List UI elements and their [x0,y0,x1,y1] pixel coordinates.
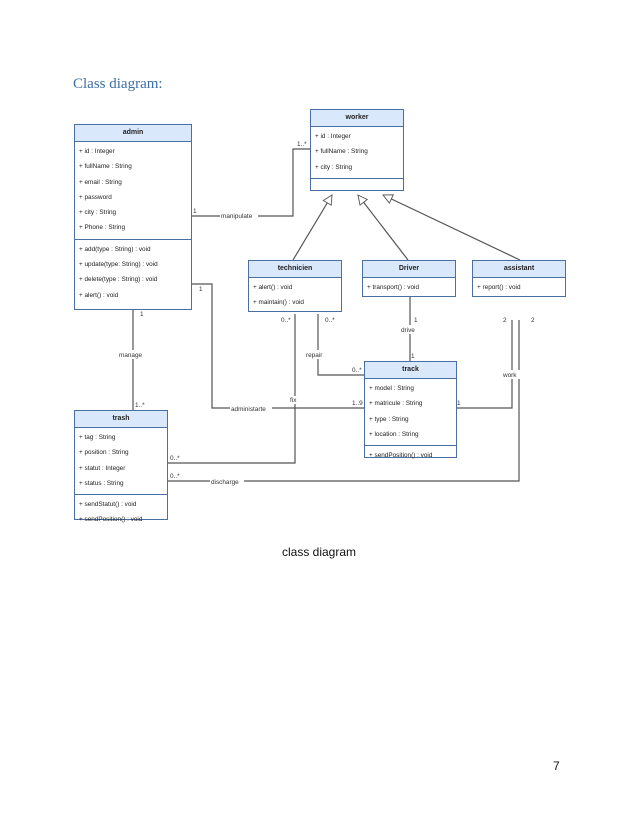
class-track: track + model : String + matricule : Str… [364,361,457,459]
class-assistant: assistant + report() : void [472,260,566,297]
multiplicity-repair-track: 0..* [352,367,362,374]
class-admin: admin + id : Integer + fullName : String… [74,124,192,310]
association-fix [168,314,296,464]
multiplicity-drive-track: 1 [411,353,415,360]
inheritance-driver-worker [358,195,409,261]
attribute: + status : String [79,479,124,487]
multiplicity-drive-driver: 1 [414,317,418,324]
multiplicity-manage-trash: 1..* [135,402,145,409]
multiplicity-manipulate-worker: 1..* [297,141,307,148]
page-number: 7 [553,759,560,773]
attribute: + id : Integer [315,133,351,140]
multiplicity-discharge-trash: 0..* [170,473,180,480]
attribute: + location : String [369,430,419,438]
multiplicity-work-track: 1 [457,400,461,407]
class-trash-methods: + sendStatut() : void + sendPosition() :… [75,495,167,531]
multiplicity-work-assistant: 2 [503,317,507,324]
attribute: + Phone : String [79,224,126,232]
association-name-work: work [502,372,517,379]
multiplicity-fix-technicien: 0..* [281,317,291,324]
class-assistant-members: + report() : void [473,278,565,298]
association-name-manage: manage [119,352,143,359]
association-administarte [192,283,364,409]
multiplicity-manage-admin: 1 [140,311,144,318]
class-admin-name: admin [75,125,191,142]
method: + report() : void [477,284,521,291]
association-name-drive: drive [401,327,415,334]
attribute: + tag : String [79,434,116,441]
association-name-discharge: discharge [211,479,239,486]
class-worker: worker + id : Integer + fullName : Strin… [310,109,404,191]
method: + alert() : void [253,284,293,291]
method: + maintain() : void [253,299,304,307]
association-name-fix: fix [290,397,297,404]
class-technicien-members: + alert() : void + maintain() : void [249,278,341,314]
multiplicity-discharge-assistant: 2 [531,317,535,324]
attribute: + statut : Integer [79,464,126,472]
class-worker-methods [311,179,403,193]
class-driver-members: + transport() : void [363,278,455,298]
method: + alert() : void [79,291,119,299]
class-driver: Driver + transport() : void [362,260,456,297]
class-track-methods: + sendPosition() : void [365,446,456,466]
method: + update(type: String) : void [79,261,158,269]
class-admin-methods: + add(type : String) : void + update(typ… [75,240,191,306]
multiplicity-manipulate-admin: 1 [193,208,197,215]
class-worker-attributes: + id : Integer + fullName : String + cit… [311,127,403,179]
class-assistant-name: assistant [473,261,565,278]
attribute: + position : String [79,449,129,457]
section-heading: Class diagram: [73,76,163,92]
inheritance-assistant-worker [383,195,521,261]
class-admin-attributes: + id : Integer + fullName : String + ema… [75,142,191,240]
method: + add(type : String) : void [79,245,151,253]
attribute: + matricule : String [369,400,423,408]
class-track-attributes: + model : String + matricule : String + … [365,379,456,447]
class-worker-name: worker [311,110,403,127]
attribute: + type : String [369,415,409,423]
class-trash: trash + tag : String + position : String… [74,410,168,523]
attribute: + city : String [79,209,117,217]
multiplicity-administarte-track: 1..9 [352,400,363,407]
attribute: + fullName : String [79,163,132,171]
method: + sendPosition() : void [369,452,433,460]
class-track-name: track [365,362,456,379]
association-work [456,320,513,409]
attribute: + fullName : String [315,148,368,156]
multiplicity-administarte-admin: 1 [199,286,203,293]
class-trash-name: trash [75,411,167,428]
association-repair [317,314,364,376]
association-name-administarte: administarte [231,406,266,413]
attribute: + id : Integer [79,148,115,155]
association-discharge [168,320,520,482]
method: + delete(type : String) : void [79,276,158,284]
method: + sendPosition() : void [79,516,143,524]
attribute: + password [79,193,112,201]
association-name-repair: repair [306,352,323,359]
attribute: + city : String [315,163,353,171]
inheritance-technicien-worker [292,195,332,261]
class-driver-name: Driver [363,261,455,278]
multiplicity-repair-technicien: 0..* [325,317,335,324]
attribute: + email : String [79,178,122,186]
association-manipulate [192,148,310,217]
association-name-manipulate: manipulate [221,213,253,220]
method: + transport() : void [367,284,420,291]
class-technicien-name: technicien [249,261,341,278]
multiplicity-fix-trash: 0..* [170,455,180,462]
class-trash-attributes: + tag : String + position : String + sta… [75,428,167,496]
class-technicien: technicien + alert() : void + maintain()… [248,260,342,312]
figure-caption: class diagram [281,545,357,559]
attribute: + model : String [369,385,414,392]
method: + sendStatut() : void [79,501,137,509]
